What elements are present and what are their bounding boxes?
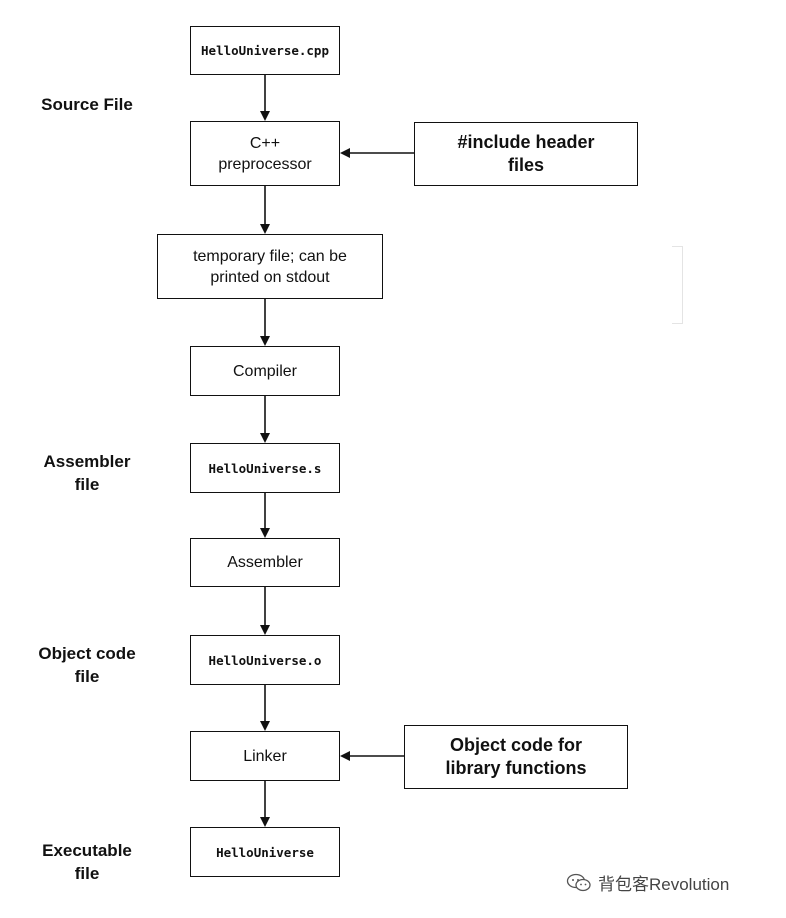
assembly-file-box: HelloUniverse.s [190, 443, 340, 493]
faint-bracket [672, 246, 683, 324]
label-assembler-file: Assembler file [43, 452, 131, 494]
wechat-icon [566, 873, 591, 891]
assembler-box: Assembler [190, 538, 340, 587]
label-source-file: Source File [41, 95, 133, 114]
watermark: 背包客Revolution [566, 870, 729, 895]
temporary-file-box: temporary file; can be printed on stdout [157, 234, 383, 299]
compiler-box: Compiler [190, 346, 340, 396]
watermark-text: 背包客Revolution [598, 875, 730, 894]
include-headers-box: #include header files [414, 122, 638, 186]
label-object-code-file: Object code file [38, 644, 136, 686]
object-file-box: HelloUniverse.o [190, 635, 340, 685]
source-file-box: HelloUniverse.cpp [190, 26, 340, 75]
executable-file-box: HelloUniverse [190, 827, 340, 877]
label-executable-file: Executable file [42, 841, 132, 883]
library-object-code-box: Object code for library functions [404, 725, 628, 789]
linker-box: Linker [190, 731, 340, 781]
preprocessor-box: C++ preprocessor [190, 121, 340, 186]
